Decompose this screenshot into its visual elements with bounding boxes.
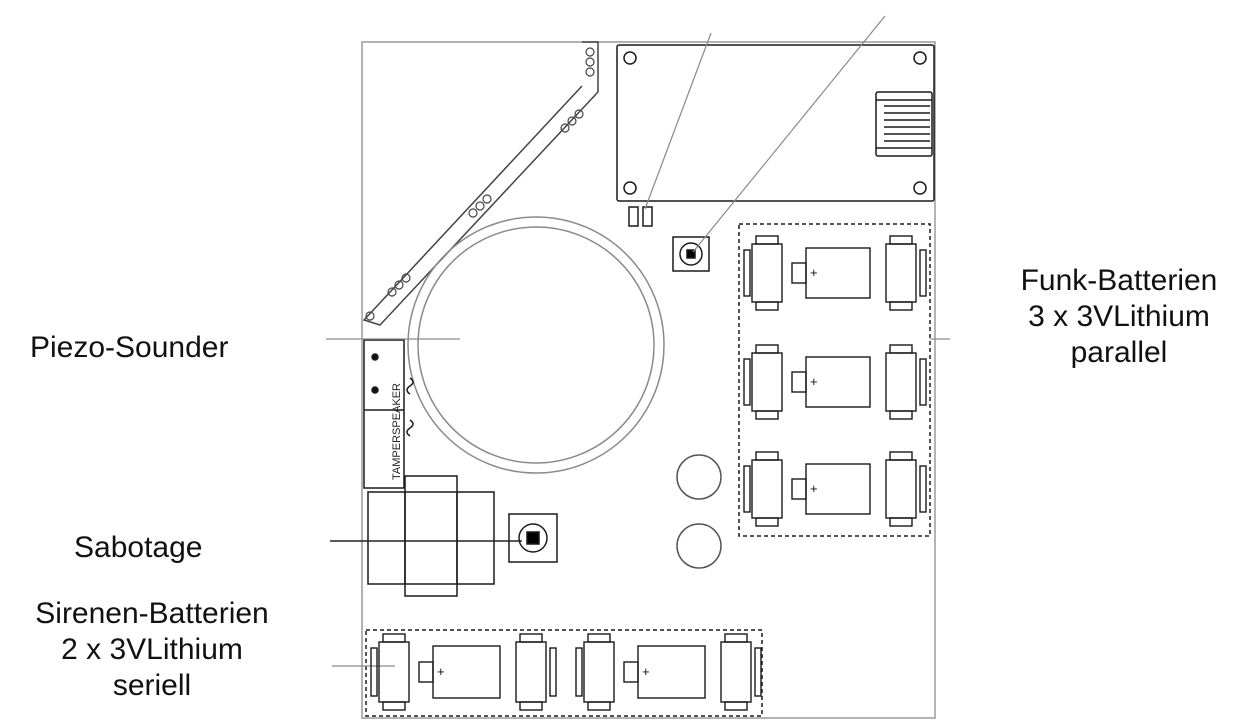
board-outline bbox=[361, 41, 936, 719]
round-pad-2 bbox=[676, 523, 722, 569]
piezo-sounder-disc bbox=[407, 216, 665, 474]
funk-line-1: Funk-Batterien bbox=[1020, 264, 1218, 297]
antenna-connector bbox=[875, 91, 933, 157]
batteries: + + + + + bbox=[370, 235, 927, 711]
strip-holes bbox=[365, 47, 595, 321]
transformer bbox=[367, 475, 495, 597]
plus-sign: + bbox=[642, 664, 650, 679]
funk-battery-2: + bbox=[743, 344, 927, 420]
tamper-speaker-connector bbox=[363, 339, 414, 489]
sirenen-line-3: seriell bbox=[112, 669, 192, 702]
diagonal-strip bbox=[362, 41, 599, 326]
plus-sign: + bbox=[810, 481, 818, 496]
sirenen-line-2: 2 x 3VLithium bbox=[61, 633, 243, 666]
sirenen-battery-1: + bbox=[370, 633, 557, 711]
leader-radio-1 bbox=[644, 32, 712, 210]
funk-line-2: 3 x 3VLithium bbox=[1028, 300, 1210, 333]
plus-sign: + bbox=[437, 664, 445, 679]
connector-label: TAMPERSPEAKER bbox=[391, 383, 403, 480]
funk-battery-group bbox=[738, 223, 931, 537]
funk-battery-3: + bbox=[743, 451, 927, 527]
sirenen-line-1: Sirenen-Batterien bbox=[35, 597, 269, 630]
label-sabotage: Sabotage bbox=[74, 531, 203, 564]
sirenen-battery-2: + bbox=[575, 633, 762, 711]
button-top bbox=[672, 236, 710, 272]
jumper-pads bbox=[628, 206, 653, 227]
label-piezo-sounder: Piezo-Sounder bbox=[30, 331, 229, 364]
sirenen-battery-group bbox=[365, 629, 763, 717]
plus-sign: + bbox=[810, 374, 818, 389]
funk-line-3: parallel bbox=[1070, 336, 1168, 369]
plus-sign: + bbox=[810, 265, 818, 280]
radio-module bbox=[616, 44, 935, 202]
round-pad-1 bbox=[676, 454, 722, 500]
funk-battery-1: + bbox=[743, 235, 927, 311]
leader-radio-2 bbox=[692, 15, 886, 253]
label-funk-batterien: Funk-Batterien 3 x 3VLithium parallel bbox=[994, 263, 1244, 371]
sabotage-switch bbox=[508, 513, 558, 563]
label-sirenen-batterien: Sirenen-Batterien 2 x 3VLithium seriell bbox=[6, 596, 298, 704]
